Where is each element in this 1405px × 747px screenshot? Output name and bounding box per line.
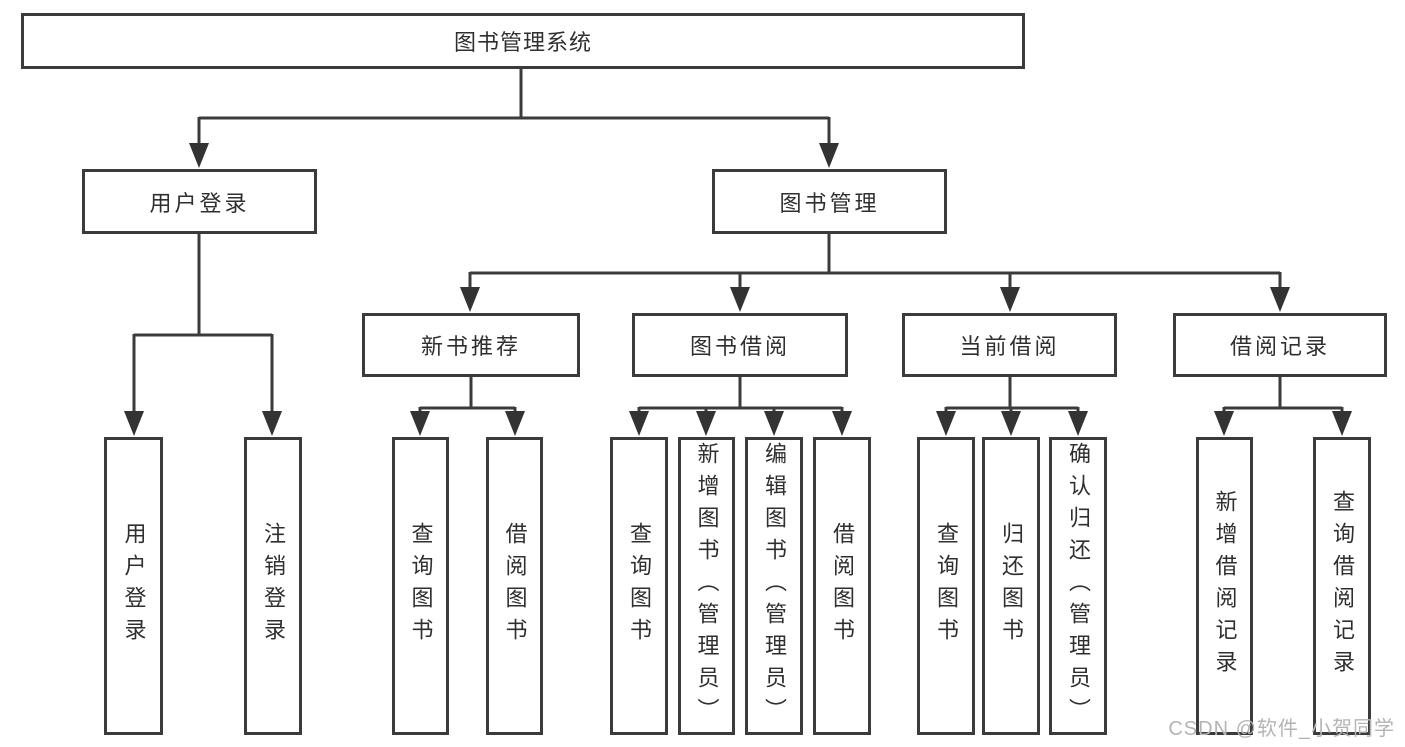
leaf-edit-book-admin: 编辑图书（管理员）	[745, 437, 803, 735]
leaf-label: 确认归还（管理员）	[1066, 442, 1091, 730]
arrow-down-icon	[764, 411, 784, 436]
leaf-label: 新增图书（管理员）	[694, 442, 720, 730]
node-library-system: 图书管理系统	[21, 13, 1025, 69]
leaf-label: 借阅图书	[830, 522, 855, 650]
leaf-logout-login: 注销登录	[244, 437, 302, 735]
leaf-label: 查询借阅记录	[1330, 490, 1355, 682]
node-label: 借阅记录	[1229, 334, 1330, 359]
node-current-borrow: 当前借阅	[902, 313, 1117, 377]
node-new-book-recommend: 新书推荐	[362, 313, 580, 377]
arrow-down-icon	[1270, 287, 1290, 312]
node-label: 图书管理	[779, 190, 880, 216]
leaf-return-book: 归还图书	[982, 437, 1040, 735]
leaf-label: 查询图书	[934, 522, 959, 650]
leaf-query-books-borrow: 查询图书	[610, 437, 668, 735]
arrow-down-icon	[189, 143, 209, 168]
leaf-label: 借阅图书	[502, 522, 528, 650]
leaf-label: 新增借阅记录	[1212, 490, 1238, 682]
leaf-query-books-current: 查询图书	[917, 437, 975, 735]
leaf-label: 归还图书	[999, 522, 1024, 650]
node-borrow-records: 借阅记录	[1173, 313, 1387, 377]
node-label: 图书借阅	[689, 334, 790, 359]
arrow-down-icon	[1332, 411, 1352, 436]
node-label: 图书管理系统	[453, 30, 592, 55]
leaf-query-borrow-record: 查询借阅记录	[1313, 437, 1371, 735]
arrow-down-icon	[262, 411, 282, 436]
arrow-down-icon	[1068, 411, 1088, 436]
arrow-down-icon	[696, 411, 716, 436]
arrow-down-icon	[1214, 411, 1234, 436]
leaf-label: 查询图书	[627, 522, 652, 650]
node-book-borrow: 图书借阅	[632, 313, 848, 377]
leaf-add-book-admin: 新增图书（管理员）	[678, 437, 735, 735]
node-user-login: 用户登录	[82, 169, 317, 234]
node-label: 用户登录	[149, 190, 250, 216]
arrow-down-icon	[460, 287, 480, 312]
node-label: 新书推荐	[420, 334, 521, 359]
arrow-down-icon	[505, 411, 525, 436]
leaf-label: 用户登录	[121, 522, 147, 650]
arrow-down-icon	[936, 411, 956, 436]
arrowheads	[124, 143, 1352, 436]
arrow-down-icon	[1000, 287, 1020, 312]
leaf-label: 查询图书	[408, 522, 434, 650]
arrow-down-icon	[629, 411, 649, 436]
arrow-down-icon	[410, 411, 430, 436]
leaf-label: 编辑图书（管理员）	[762, 442, 787, 730]
node-label: 当前借阅	[959, 334, 1060, 359]
watermark: CSDN @软件_小贺同学	[1168, 718, 1395, 740]
leaf-user-login: 用户登录	[104, 437, 163, 735]
arrow-down-icon	[832, 411, 852, 436]
leaf-label: 注销登录	[261, 522, 286, 650]
arrow-down-icon	[1001, 411, 1021, 436]
leaf-query-books-recommend: 查询图书	[392, 437, 449, 735]
arrow-down-icon	[124, 411, 144, 436]
arrow-down-icon	[730, 287, 750, 312]
arrow-down-icon	[819, 143, 839, 168]
leaf-confirm-return-admin: 确认归还（管理员）	[1049, 437, 1107, 735]
leaf-add-borrow-record: 新增借阅记录	[1196, 437, 1253, 735]
leaf-borrow-books-recommend: 借阅图书	[486, 437, 543, 735]
node-book-management: 图书管理	[712, 169, 947, 234]
leaf-borrow-books: 借阅图书	[813, 437, 871, 735]
